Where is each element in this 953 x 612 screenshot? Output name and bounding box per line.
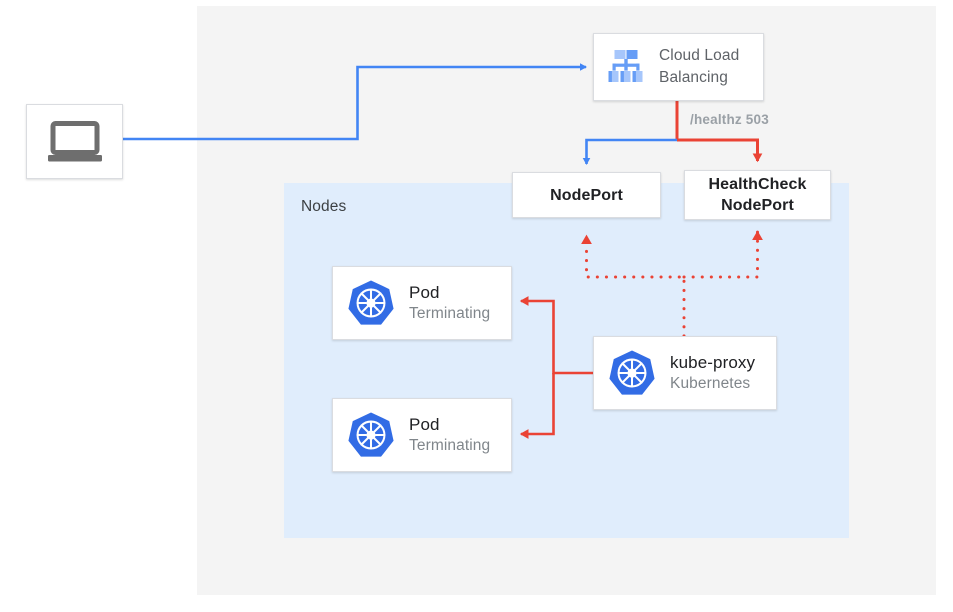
- nodeport-card[interactable]: NodePort: [512, 172, 661, 218]
- pod-status: Terminating: [409, 437, 491, 454]
- pod-text: Pod Terminating: [409, 282, 490, 324]
- pod-title: Pod: [409, 283, 440, 302]
- healthcheck-nodeport-card[interactable]: HealthCheck NodePort: [684, 170, 831, 220]
- cloud-load-balancing-card[interactable]: Cloud Load Balancing: [593, 33, 764, 101]
- pod-status: Terminating: [409, 305, 491, 322]
- kubernetes-icon: [609, 350, 655, 395]
- pod-card[interactable]: Pod Terminating: [332, 398, 512, 472]
- kube-proxy-card[interactable]: kube-proxy Kubernetes: [593, 336, 777, 410]
- cloud-load-balancing-line1: Cloud Load: [659, 47, 740, 64]
- kube-proxy-text: kube-proxy Kubernetes: [670, 352, 755, 394]
- load-balancer-icon: [608, 50, 643, 82]
- healthcheck-nodeport-label: HealthCheck NodePort: [708, 174, 806, 216]
- healthcheck-nodeport-line2: NodePort: [721, 197, 794, 214]
- nodes-panel-label: Nodes: [301, 198, 347, 215]
- kube-proxy-title: kube-proxy: [670, 353, 756, 372]
- kubernetes-icon: [348, 412, 394, 457]
- healthcheck-nodeport-line1: HealthCheck: [708, 176, 807, 193]
- healthz-edge-label: /healthz 503: [690, 112, 769, 127]
- kubernetes-icon: [348, 280, 394, 325]
- kube-proxy-subtitle: Kubernetes: [670, 375, 751, 392]
- laptop-icon: [47, 120, 102, 161]
- client-device-card[interactable]: [26, 104, 123, 179]
- pod-text: Pod Terminating: [409, 414, 490, 456]
- cloud-load-balancing-label: Cloud Load Balancing: [659, 45, 739, 89]
- pod-title: Pod: [409, 415, 440, 434]
- pod-card[interactable]: Pod Terminating: [332, 266, 512, 340]
- cloud-load-balancing-line2: Balancing: [659, 69, 728, 86]
- nodeport-label: NodePort: [550, 186, 623, 204]
